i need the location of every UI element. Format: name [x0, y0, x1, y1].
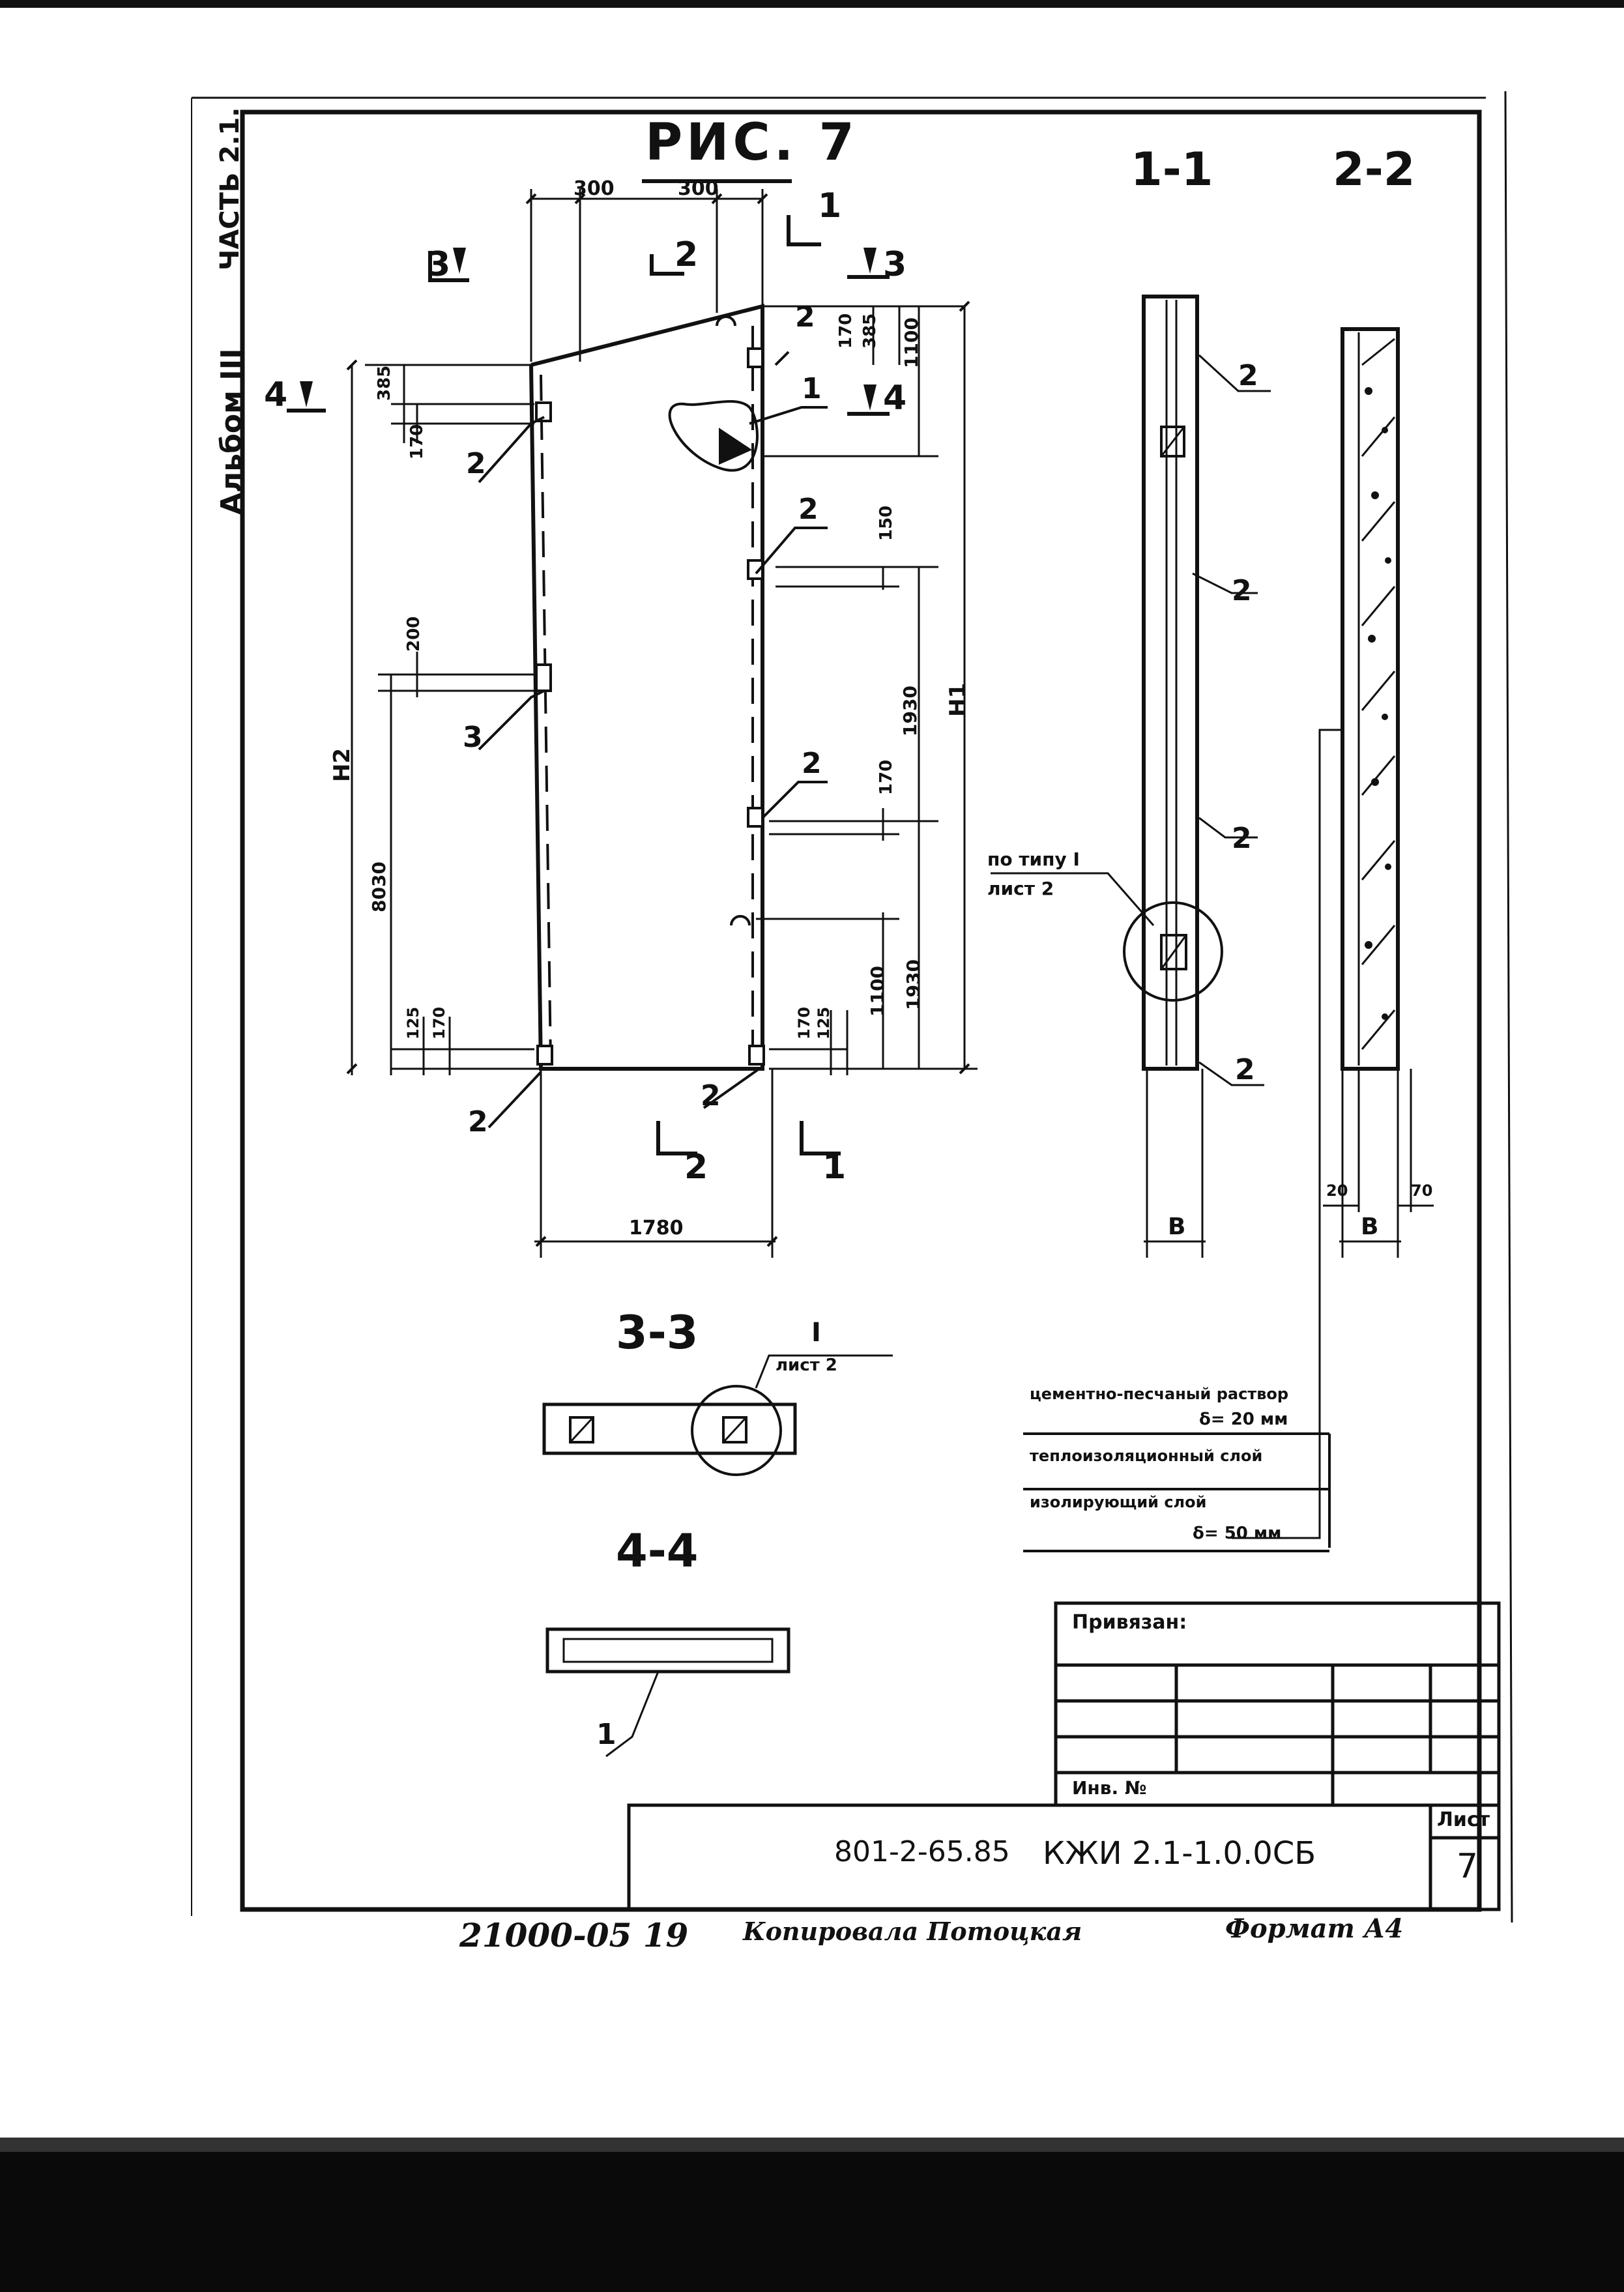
dimension-lines [351, 189, 978, 1258]
callout-2-bottom-left: 2 [468, 1105, 488, 1139]
dim-bottom-170-right: 170 [795, 1006, 813, 1039]
footer-order: 21000-05 19 [459, 1916, 689, 1954]
callout-leaders [478, 351, 828, 1129]
node-I: I [811, 1318, 821, 1348]
callout-2-right-mid: 2 [798, 493, 819, 526]
callout-3: 3 [463, 721, 483, 754]
figure-title: РИС. 7 [645, 113, 858, 172]
dim-height-1930-upper: 1930 [899, 686, 921, 736]
section-2-2 [1232, 327, 1434, 1539]
node-sheet: лист 2 [987, 878, 1054, 899]
embedded-parts [535, 347, 765, 1066]
section-3-3 [542, 1354, 893, 1476]
lifting-loop [668, 399, 759, 472]
callout-2-right-low: 2 [802, 747, 822, 780]
dim-right-1100: 1100 [901, 317, 922, 368]
stamp-sheet-label: Лист [1437, 1808, 1490, 1831]
callout-2-bottom-right: 2 [701, 1079, 721, 1112]
callout-2-s11-b: 2 [1232, 574, 1252, 607]
dim-mid-150: 150 [877, 505, 896, 541]
dim-left-200: 200 [404, 616, 424, 652]
section-title-1-1: 1-1 [1131, 143, 1213, 196]
footer-copied-by: Копировала Потоцкая [743, 1917, 1082, 1946]
callout-2-top-right: 2 [795, 300, 815, 334]
dim-B-layers: B [1361, 1213, 1379, 1240]
section-1-1 [991, 295, 1271, 1258]
section-title-3-3: 3-3 [616, 1306, 699, 1359]
dim-bottom-125-right: 125 [815, 1006, 833, 1039]
stamp-sheet-number: 7 [1457, 1847, 1479, 1886]
layer-2-name: теплоизоляционный слой [1030, 1447, 1263, 1465]
callout-2-left-top: 2 [466, 447, 486, 480]
dim-right-385: 385 [860, 313, 880, 349]
layer-1-thickness: δ= 20 мм [1199, 1410, 1288, 1429]
node-ref: по типу I [987, 849, 1080, 870]
title-underline [642, 179, 792, 183]
callout-2-s11-c: 2 [1232, 822, 1252, 855]
section-mark-1-bottom: 1 [822, 1148, 847, 1187]
title-block [627, 1601, 1501, 1911]
dim-height-8030: 8030 [368, 862, 390, 912]
margin-part: ЧАСТЬ 2.1. [215, 107, 245, 270]
callout-1-s44: 1 [596, 1718, 616, 1751]
callout-2-s11-d: 2 [1235, 1053, 1255, 1086]
section-4-4 [545, 1627, 790, 1758]
node-I-sheet: лист 2 [776, 1356, 837, 1375]
stamp-code: 801-2-65.85 [834, 1835, 1010, 1868]
dim-top-right: 300 [678, 177, 719, 200]
dim-B-section: B [1168, 1213, 1186, 1240]
dim-top-left: 300 [573, 177, 615, 200]
dim-width: 1780 [629, 1217, 684, 1240]
section-title-2-2: 2-2 [1333, 143, 1415, 196]
dim-mid-170: 170 [877, 759, 896, 795]
dim-left-385: 385 [375, 365, 394, 401]
layer-3-thickness: δ= 50 мм [1193, 1524, 1282, 1543]
dim-height-1930-lower: 1930 [903, 959, 924, 1010]
section-mark-2-bottom: 2 [684, 1148, 708, 1187]
stamp-inv-label: Инв. № [1072, 1777, 1147, 1799]
section-mark-1: 1 [818, 186, 842, 225]
dim-bottom-125-left: 125 [404, 1006, 422, 1039]
dim-left-170: 170 [407, 424, 427, 459]
main-elevation [529, 304, 764, 1071]
stamp-bound-label: Привязан: [1072, 1611, 1187, 1634]
layers-table [1023, 1432, 1331, 1552]
callout-2-s11-a: 2 [1238, 359, 1258, 392]
stamp-designation: КЖИ 2.1-1.0.0СБ [1043, 1835, 1316, 1872]
section-mark-3-right: 3 [883, 245, 907, 284]
section-title-4-4: 4-4 [616, 1524, 699, 1578]
layer-3-name: изолирующий слой [1030, 1493, 1207, 1511]
callout-1: 1 [802, 372, 822, 405]
dim-H2: H2 [329, 747, 355, 782]
dim-20: 20 [1326, 1182, 1348, 1200]
dim-70: 70 [1411, 1182, 1433, 1200]
margin-album: Альбом III [215, 348, 248, 515]
section-mark-3-left: 3 [427, 245, 451, 284]
dim-right-170: 170 [836, 313, 856, 349]
dim-H1: H1 [945, 682, 971, 717]
dim-bottom-170-left: 170 [430, 1006, 448, 1039]
section-mark-4-right: 4 [883, 379, 907, 418]
dim-height-1100-bottom: 1100 [867, 966, 888, 1017]
section-mark-2: 2 [674, 235, 699, 274]
footer-format: Формат А4 [1225, 1913, 1404, 1944]
layer-1-name: цементно-песчаный раствор [1030, 1385, 1289, 1403]
section-markers [287, 215, 890, 1155]
section-mark-4-left: 4 [264, 375, 288, 414]
